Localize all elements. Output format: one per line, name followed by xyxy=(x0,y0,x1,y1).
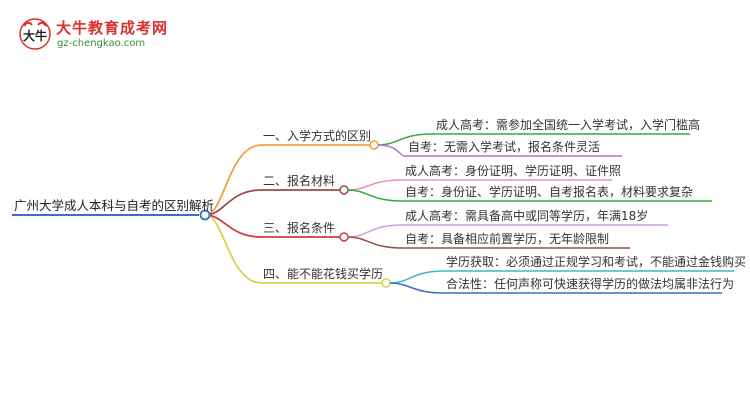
branch-node-4 xyxy=(381,278,391,288)
connector-branch-1 xyxy=(204,144,370,216)
leaf-4-1: 学历获取：必须通过正规学习和考试，不能通过金钱购买 xyxy=(446,255,747,269)
leaf-2-1: 成人高考：身份证明、学历证明、证件照 xyxy=(405,164,622,178)
logo-url: gz-chengkao.com xyxy=(57,38,146,49)
connector-leaf-2-2 xyxy=(347,189,712,202)
leaf-4-2: 合法性：任何声称可快速获得学历的做法均属非法行为 xyxy=(446,277,735,291)
leaf-2-2: 自考：身份证、学历证明、自考报名表，材料要求复杂 xyxy=(405,185,694,199)
leaf-3-2: 自考：具备相应前置学历，无年龄限制 xyxy=(405,232,610,246)
leaf-3-1: 成人高考：需具备高中或同等学历，年满18岁 xyxy=(405,209,649,223)
branch-label-3: 三、报名条件 xyxy=(263,221,336,235)
bull-logo-icon: 大牛 xyxy=(19,18,51,50)
branch-label-2: 二、报名材料 xyxy=(263,174,336,188)
connector-leaf-3-2 xyxy=(347,236,630,249)
connector-branch-2 xyxy=(204,189,340,216)
root-topic: 广州大学成人本科与自考的区别解析 xyxy=(14,198,215,213)
site-logo[interactable]: 大牛 大牛教育成考网 gz-chengkao.com xyxy=(14,14,174,54)
logo-title: 大牛教育成考网 xyxy=(56,19,169,37)
leaf-1-1: 成人高考：需参加全国统一入学考试，入学门槛高 xyxy=(436,118,701,132)
connector-branch-3 xyxy=(204,214,340,238)
branch-node-2 xyxy=(339,185,349,195)
leaf-1-2: 自考：无需入学考试，报名条件灵活 xyxy=(408,140,601,154)
connector-leaf-4-2 xyxy=(389,282,722,294)
connector-leaf-4-1 xyxy=(389,270,734,284)
connector-leaf-1-2 xyxy=(377,144,622,157)
connector-leaf-2-1 xyxy=(347,179,612,191)
root-node xyxy=(199,209,211,221)
branch-node-1 xyxy=(369,140,379,150)
branch-node-3 xyxy=(339,232,349,242)
branch-label-1: 一、入学方式的区别 xyxy=(263,129,372,143)
branch-label-4: 四、能不能花钱买学历 xyxy=(263,267,384,281)
logo-mark-text: 大牛 xyxy=(23,28,47,43)
connector-branch-4 xyxy=(204,214,382,284)
connector-leaf-3-1 xyxy=(347,224,668,238)
